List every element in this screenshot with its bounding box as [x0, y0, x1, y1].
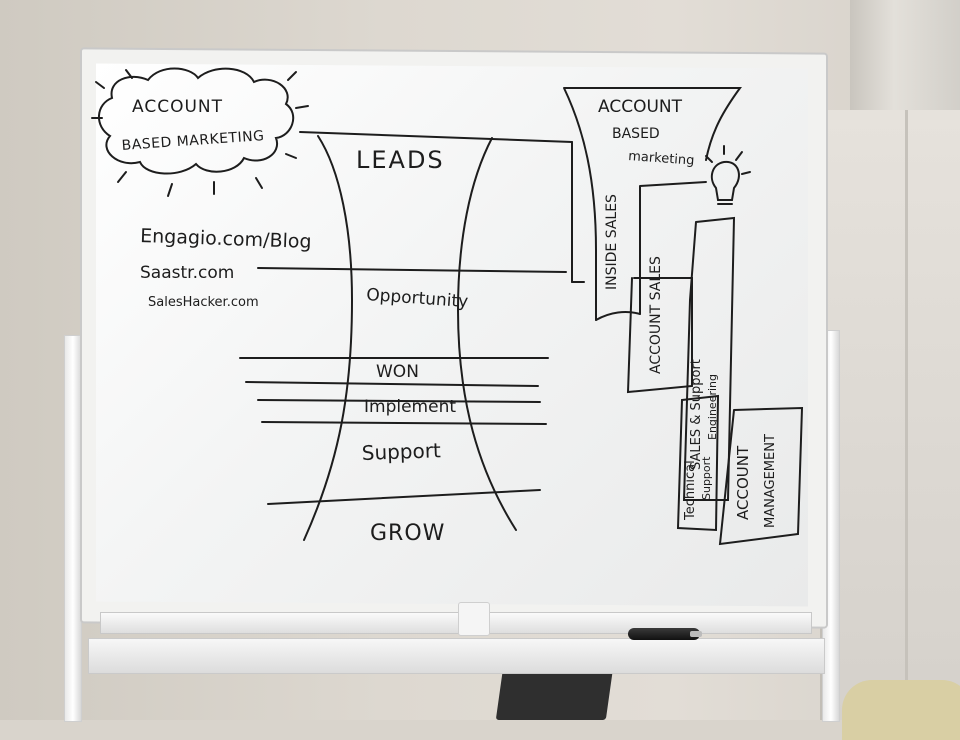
- stand-crossbar: [88, 638, 825, 674]
- link-saleshacker: SalesHacker.com: [148, 295, 259, 310]
- tray-clip: [458, 602, 490, 636]
- account-management-line1: ACCOUNT: [734, 445, 752, 520]
- inside-sales-label: INSIDE SALES: [604, 194, 620, 290]
- whiteboard-drawing: ACCOUNT BASED MARKETING Engagio.com/Blog…: [91, 67, 804, 546]
- funnel-opportunity-label: Opportunity: [366, 285, 469, 312]
- cloud-text-line1: ACCOUNT: [132, 97, 223, 117]
- funnel-implement-label: Implement: [364, 397, 456, 417]
- engineering-label: Engineering: [706, 374, 719, 440]
- cloud-rays: [91, 69, 309, 197]
- link-engagio: Engagio.com/Blog: [140, 225, 312, 253]
- cloud-outline: [98, 67, 295, 175]
- technical-support-box: [676, 394, 720, 532]
- sales-support-label: SALES & Support: [689, 359, 704, 470]
- cloud-text-line2: BASED MARKETING: [121, 128, 265, 154]
- abm-right-line1: ACCOUNT: [598, 97, 683, 117]
- stage-divider-support: [261, 421, 547, 425]
- funnel-won-label: WON: [376, 362, 419, 382]
- stage-divider-implement: [245, 381, 539, 387]
- technical-support-label: Support: [700, 456, 713, 500]
- abm-connector-line: [299, 131, 573, 143]
- funnel-support-label: Support: [361, 438, 441, 465]
- lightbulb-icon: [710, 160, 740, 201]
- account-sales-label: ACCOUNT SALES: [648, 256, 664, 374]
- abm-right-line3: marketing: [628, 149, 695, 169]
- marker-cap: [690, 631, 702, 637]
- abm-right-line2: BASED: [612, 126, 660, 142]
- stage-divider-implement-bottom: [257, 399, 541, 403]
- account-management-box: [718, 406, 804, 546]
- account-management-line2: MANAGEMENT: [763, 434, 778, 528]
- account-sales-box: [626, 181, 707, 394]
- sales-support-box: [682, 216, 736, 501]
- funnel-leads-label: LEADS: [356, 146, 445, 174]
- funnel-grow-label: GROW: [370, 521, 445, 546]
- funnel-left-side: [303, 135, 354, 541]
- funnel-right-side: [456, 137, 517, 531]
- link-saastr: Saastr.com: [140, 263, 234, 283]
- abm-right-shape: [563, 87, 742, 321]
- cubicle-seam: [905, 110, 908, 720]
- stage-divider-grow: [267, 489, 541, 505]
- marker-pen: [628, 628, 700, 640]
- opportunity-connector-line: [257, 267, 567, 273]
- lightbulb-rays: [705, 145, 751, 175]
- inside-sales-bottom: [595, 311, 641, 321]
- technical-label: Technical: [683, 460, 698, 521]
- cubicle-partition: [820, 110, 960, 720]
